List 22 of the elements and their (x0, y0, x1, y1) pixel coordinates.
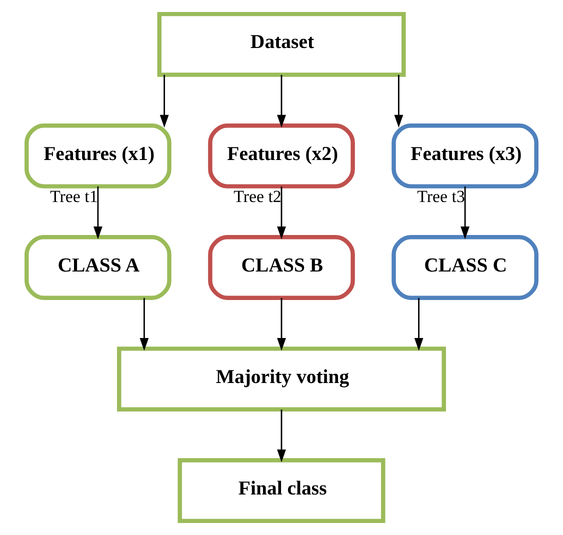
node-box: Dataset (157, 12, 406, 77)
arrow (94, 186, 102, 240)
node-box: Final class (178, 458, 386, 524)
node-box: Majority voting (117, 346, 446, 412)
arrow (414, 298, 424, 351)
arrow (140, 298, 149, 351)
node-box: Features (x1) (24, 123, 172, 188)
node-box: CLASS C (392, 235, 538, 300)
arrow (160, 74, 169, 128)
node-box: CLASS A (24, 235, 172, 300)
arrow (277, 410, 286, 462)
arrow (277, 298, 286, 351)
node-box: CLASS B (208, 235, 355, 300)
node-box: Features (x3) (392, 123, 538, 188)
edge-label: Tree t2 (234, 187, 282, 206)
node-box: Features (x2) (208, 123, 355, 188)
arrow (277, 74, 286, 128)
arrow (277, 186, 286, 240)
arrow (460, 186, 470, 240)
edge-label: Tree t1 (50, 187, 98, 206)
arrow (394, 74, 404, 128)
edge-label: Tree t3 (417, 187, 465, 206)
